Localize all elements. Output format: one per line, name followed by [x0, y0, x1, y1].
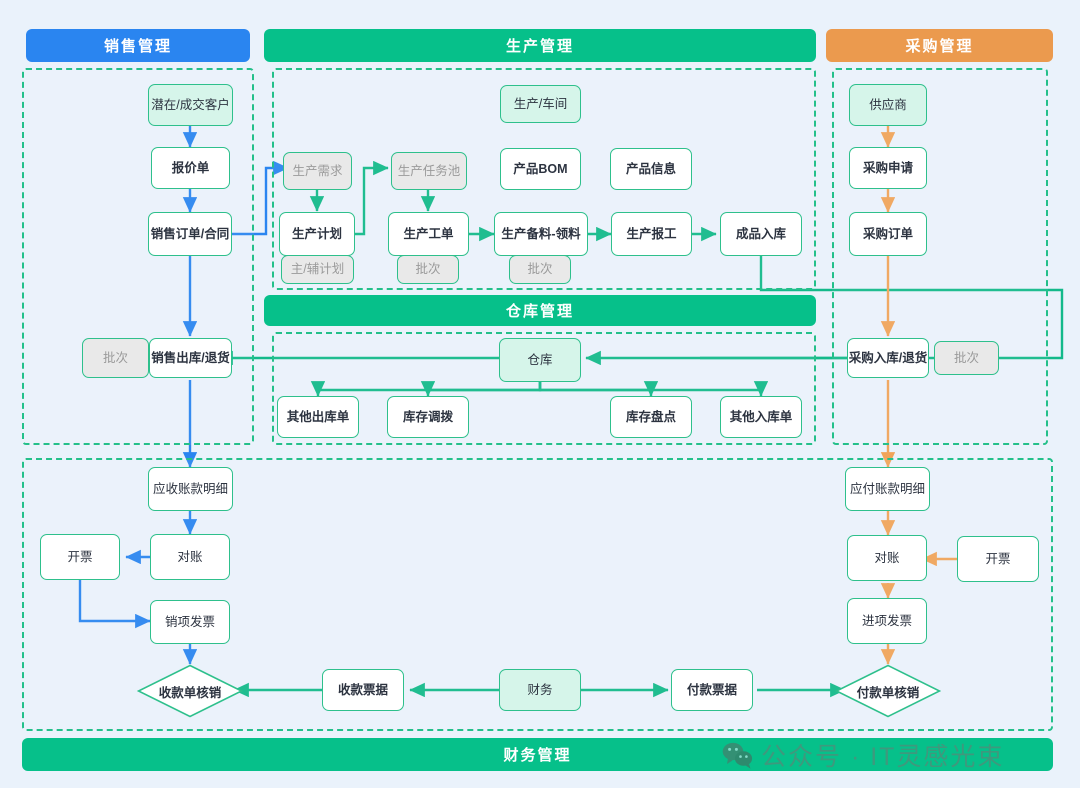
- node-production-report[interactable]: 生产报工: [611, 212, 692, 256]
- node-product-bom[interactable]: 产品BOM: [500, 148, 581, 190]
- node-purchase-order[interactable]: 采购订单: [849, 212, 927, 256]
- wechat-icon: [722, 742, 753, 769]
- node-ar-reconciliation[interactable]: 对账: [150, 534, 230, 580]
- watermark-text: 公众号 · IT灵感光束: [761, 743, 1005, 771]
- node-customer[interactable]: 潜在/成交客户: [148, 84, 233, 126]
- node-ar-invoice-button[interactable]: 开票: [40, 534, 120, 580]
- node-ar-detail[interactable]: 应收账款明细: [148, 467, 233, 511]
- node-output-invoice[interactable]: 销项发票: [150, 600, 230, 644]
- node-stock-transfer[interactable]: 库存调拨: [387, 396, 469, 438]
- node-sales-out[interactable]: 销售出库/退货: [149, 338, 232, 378]
- node-receipt-voucher[interactable]: 收款票据: [322, 669, 404, 711]
- group-sales: [22, 68, 254, 445]
- node-purchase-request[interactable]: 采购申请: [849, 147, 927, 189]
- node-quotation[interactable]: 报价单: [151, 147, 230, 189]
- node-other-in[interactable]: 其他入库单: [720, 396, 802, 438]
- node-finance-hub[interactable]: 财务: [499, 669, 581, 711]
- node-work-order[interactable]: 生产工单: [388, 212, 469, 256]
- node-input-invoice[interactable]: 进项发票: [847, 598, 927, 644]
- diamond-shape: [137, 664, 243, 718]
- diamond-shape: [835, 664, 941, 718]
- section-title-production: 生产管理: [264, 29, 816, 62]
- group-purchase: [832, 68, 1048, 445]
- section-title-purchase: 采购管理: [826, 29, 1053, 62]
- node-payment-offset-label: 付款单核销: [856, 685, 920, 700]
- node-work-order-sub[interactable]: 批次: [397, 255, 459, 284]
- section-title-warehouse: 仓库管理: [264, 295, 816, 326]
- node-task-pool[interactable]: 生产任务池: [391, 152, 467, 190]
- node-finished-in[interactable]: 成品入库: [720, 212, 802, 256]
- node-warehouse-hub[interactable]: 仓库: [499, 338, 581, 382]
- node-prep-material-sub[interactable]: 批次: [509, 255, 571, 284]
- node-supplier[interactable]: 供应商: [849, 84, 927, 126]
- node-receipt-offset-label: 收款单核销: [158, 685, 222, 700]
- node-ap-invoice-button[interactable]: 开票: [957, 536, 1039, 582]
- node-other-out[interactable]: 其他出库单: [277, 396, 359, 438]
- node-sales-order[interactable]: 销售订单/合同: [148, 212, 232, 256]
- section-title-sales: 销售管理: [26, 29, 250, 62]
- node-production-demand[interactable]: 生产需求: [283, 152, 352, 190]
- node-payment-voucher[interactable]: 付款票据: [671, 669, 753, 711]
- node-ap-detail[interactable]: 应付账款明细: [845, 467, 930, 511]
- node-receipt-offset[interactable]: 收款单核销: [137, 664, 243, 718]
- node-prep-material[interactable]: 生产备料-领料: [494, 212, 588, 256]
- node-sales-batch[interactable]: 批次: [82, 338, 149, 378]
- node-payment-offset[interactable]: 付款单核销: [835, 664, 941, 718]
- node-workshop[interactable]: 生产/车间: [500, 85, 581, 123]
- section-title-finance: 财务管理: [22, 738, 1053, 771]
- watermark: 公众号 · IT灵感光束: [722, 737, 1004, 773]
- node-ap-reconciliation[interactable]: 对账: [847, 535, 927, 581]
- node-product-info[interactable]: 产品信息: [610, 148, 692, 190]
- node-production-plan-sub[interactable]: 主/辅计划: [281, 255, 354, 284]
- node-production-plan[interactable]: 生产计划: [279, 212, 355, 256]
- node-stock-count[interactable]: 库存盘点: [610, 396, 692, 438]
- node-purchase-batch[interactable]: 批次: [934, 341, 999, 375]
- node-purchase-in[interactable]: 采购入库/退货: [847, 338, 929, 378]
